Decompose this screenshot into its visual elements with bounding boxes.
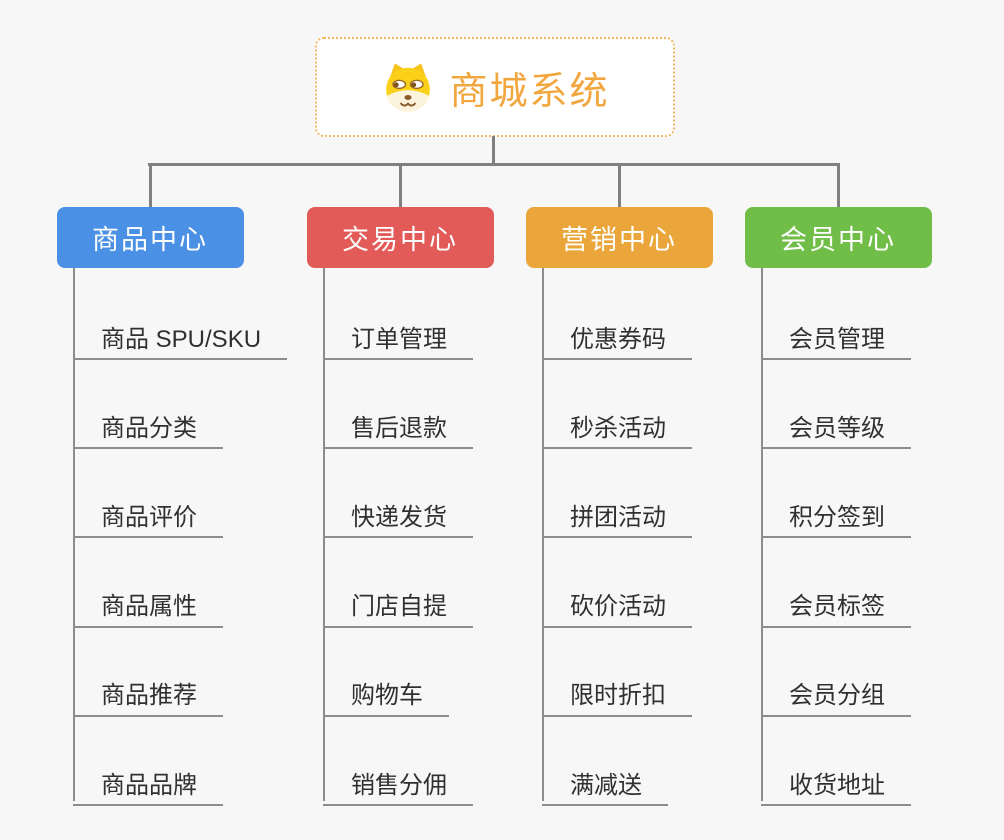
branch-label: 会员中心 [780, 225, 896, 255]
child-label: 拼团活动 [570, 504, 666, 531]
child-item[interactable]: 商品评价 [73, 491, 223, 539]
child-item[interactable]: 商品分类 [73, 402, 223, 450]
child-item[interactable]: 砍价活动 [542, 581, 692, 628]
child-item[interactable]: 拼团活动 [542, 491, 692, 539]
connector-root-stub [492, 136, 495, 165]
connector-drop [617, 164, 621, 207]
child-label: 销售分佣 [351, 771, 447, 799]
child-label: 快递发货 [351, 504, 447, 531]
child-item[interactable]: 满减送 [542, 759, 668, 806]
child-item[interactable]: 优惠券码 [542, 313, 692, 360]
root-title: 商城系统 [449, 70, 610, 113]
child-label: 会员标签 [789, 593, 885, 621]
child-label: 购物车 [351, 682, 423, 710]
dog-face-icon [386, 63, 431, 112]
child-item[interactable]: 快递发货 [323, 491, 473, 539]
child-item[interactable]: 会员管理 [761, 313, 911, 360]
child-label: 售后退款 [351, 414, 447, 442]
child-label: 商品评价 [101, 504, 197, 531]
child-label: 商品属性 [101, 593, 197, 621]
branch-label: 商品中心 [92, 225, 208, 255]
child-label: 限时折扣 [570, 682, 666, 710]
child-item[interactable]: 会员标签 [761, 581, 911, 628]
branch-label: 营销中心 [561, 225, 677, 255]
branch-node[interactable]: 商品中心 [56, 207, 244, 268]
child-label: 收货地址 [789, 771, 885, 799]
child-label: 砍价活动 [570, 593, 666, 621]
child-item[interactable]: 商品属性 [73, 581, 223, 628]
child-label: 门店自提 [351, 593, 447, 621]
branch-label: 交易中心 [342, 225, 458, 255]
child-label: 秒杀活动 [570, 414, 666, 442]
connector-hbar [148, 163, 840, 166]
child-item[interactable]: 秒杀活动 [542, 402, 692, 450]
child-item[interactable]: 商品 SPU/SKU [73, 313, 288, 360]
child-item[interactable]: 售后退款 [323, 402, 473, 450]
child-item[interactable]: 商品品牌 [73, 759, 223, 806]
branch-node[interactable]: 营销中心 [525, 207, 713, 268]
connector-drop [398, 164, 402, 207]
connector-drop [148, 164, 152, 207]
child-item[interactable]: 订单管理 [323, 313, 473, 360]
child-item[interactable]: 商品推荐 [73, 670, 223, 717]
child-label: 会员等级 [789, 414, 885, 442]
child-item[interactable]: 会员分组 [761, 670, 911, 717]
child-label: 会员分组 [789, 682, 885, 710]
child-label: 商品 SPU/SKU [101, 325, 262, 353]
child-item[interactable]: 购物车 [323, 670, 449, 717]
child-label: 优惠券码 [570, 325, 666, 353]
child-item[interactable]: 会员等级 [761, 402, 911, 450]
child-label: 会员管理 [789, 325, 885, 353]
branch-trunk [73, 268, 75, 801]
child-label: 商品推荐 [101, 682, 197, 710]
branch-node[interactable]: 会员中心 [744, 207, 932, 268]
root-node[interactable]: 商城系统 [315, 37, 675, 137]
branch-trunk [542, 268, 544, 801]
branch-trunk [761, 268, 763, 801]
branch-node[interactable]: 交易中心 [306, 207, 494, 268]
child-label: 商品分类 [101, 414, 197, 442]
child-item[interactable]: 积分签到 [761, 491, 911, 539]
child-item[interactable]: 门店自提 [323, 581, 473, 628]
branch-trunk [323, 268, 325, 801]
child-label: 订单管理 [351, 325, 447, 353]
child-label: 积分签到 [789, 504, 885, 531]
child-item[interactable]: 限时折扣 [542, 670, 692, 717]
connector-drop [836, 164, 840, 207]
child-label: 商品品牌 [101, 771, 197, 799]
child-label: 满减送 [570, 771, 642, 799]
child-item[interactable]: 收货地址 [761, 759, 911, 806]
child-item[interactable]: 销售分佣 [323, 759, 473, 806]
